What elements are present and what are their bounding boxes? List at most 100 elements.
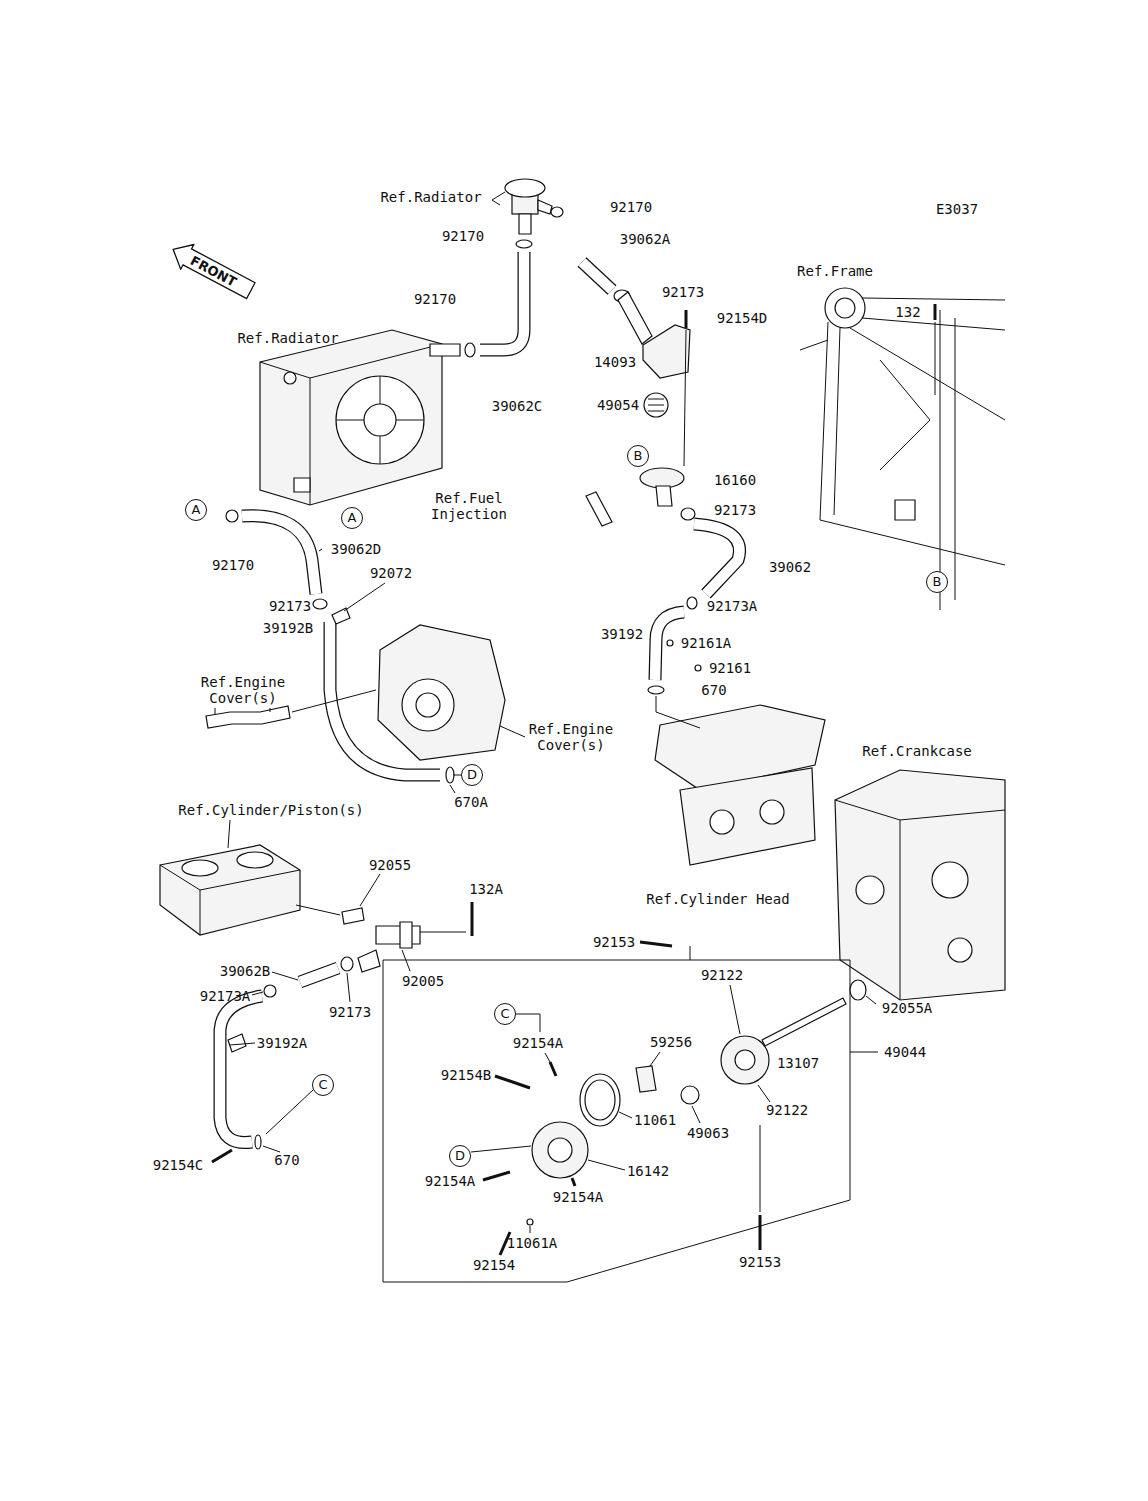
- callout-number: 92173: [714, 502, 756, 518]
- callout-number: 14093: [594, 354, 636, 370]
- hose-clamps-shape: [341, 957, 353, 971]
- water-pump: [383, 942, 878, 1282]
- cylinder-block-shape: [342, 908, 364, 924]
- callout-number: 11061: [634, 1112, 676, 1128]
- crankcase-shape: [856, 876, 884, 904]
- hose-clamps-shape: [465, 343, 475, 357]
- engine-cover-shape: [332, 608, 350, 624]
- water-pump-shape: [383, 960, 878, 1282]
- callout-number: 92170: [414, 291, 456, 307]
- cylinder-head-shape: [760, 800, 784, 824]
- callout-number: 92173: [329, 1004, 371, 1020]
- callout-number: 92154C: [153, 1157, 204, 1173]
- hose-clamps-shape: [264, 985, 276, 997]
- pipe-fittings: [212, 549, 461, 1162]
- engine-cover-shape: [378, 625, 505, 760]
- water-pump-shape: [548, 1138, 572, 1162]
- callout-number: 92154: [473, 1257, 515, 1273]
- callout-number: 92170: [212, 557, 254, 573]
- callout-number: 92122: [766, 1102, 808, 1118]
- cylinder-head-shape: [648, 686, 664, 694]
- reference-circle: C: [312, 1074, 334, 1096]
- radiator-cap-shape: [519, 214, 531, 234]
- radiator-shape: [336, 376, 424, 464]
- reference-letter: C: [318, 1077, 327, 1092]
- water-pump-shape: [690, 946, 691, 960]
- hoses-shape: [300, 968, 338, 982]
- frame-shape: [835, 298, 855, 318]
- cylinder-block-shape: [471, 902, 474, 936]
- callout-number: 11061A: [507, 1235, 558, 1251]
- water-pump-shape: [527, 1219, 533, 1225]
- reference-note: Ref.Cylinder Head: [646, 891, 789, 907]
- radiator-shape: [294, 478, 310, 492]
- callout-number: E3037: [936, 201, 978, 217]
- hoses-shape: [220, 996, 262, 1143]
- radiator: [260, 330, 460, 505]
- reference-circle: B: [627, 445, 649, 467]
- cylinder-head-shape: [656, 696, 700, 728]
- radiator-shape: [260, 344, 442, 505]
- callout-number: 92173: [662, 284, 704, 300]
- front-arrow: FRONT: [165, 236, 259, 305]
- hoses-shape: [480, 252, 524, 350]
- hoses-shape: [582, 262, 612, 290]
- reference-circle: A: [185, 499, 207, 521]
- hoses-shape: [655, 612, 684, 680]
- reference-circle: B: [926, 571, 948, 593]
- water-pump-shape: [580, 1074, 620, 1126]
- reference-letter: D: [455, 1148, 465, 1163]
- water-pump-shape: [762, 998, 846, 1046]
- cylinder-block-shape: [228, 820, 340, 915]
- callout-number: 92072: [370, 565, 412, 581]
- callout-number: 39062: [769, 559, 811, 575]
- frame-shape: [825, 288, 865, 328]
- frame-shape: [895, 500, 915, 520]
- callout-number: 92173A: [707, 598, 758, 614]
- crankcase-shape: [835, 770, 1005, 1000]
- callout-number: 92122: [701, 967, 743, 983]
- callout-number: 92154A: [553, 1189, 604, 1205]
- cylinder-block-shape: [376, 926, 420, 944]
- reference-circle: D: [461, 764, 483, 786]
- pipe-fittings-shape: [228, 1034, 246, 1052]
- thermostat-housing-shape: [644, 393, 668, 417]
- pipe-fittings-shape: [212, 1150, 232, 1162]
- callout-number: 39062C: [492, 398, 543, 414]
- callout-number: 670A: [454, 794, 488, 810]
- callout-number: 92153: [593, 934, 635, 950]
- radiator-cap: [492, 179, 552, 234]
- engine-cover-shape: [500, 726, 525, 737]
- water-pump-shape: [640, 942, 672, 946]
- radiator-cap-shape: [492, 192, 505, 205]
- callout-number: 39062B: [220, 963, 271, 979]
- reference-circle: C: [494, 1003, 516, 1025]
- callout-number: 92005: [402, 973, 444, 989]
- callout-number: 92161: [709, 660, 751, 676]
- crankcase-shape: [932, 862, 968, 898]
- radiator-shape: [430, 344, 460, 356]
- crankcase: [835, 770, 1005, 1000]
- water-pump-shape: [721, 1036, 769, 1084]
- hoses-shape: [480, 252, 524, 350]
- callout-number: 16160: [714, 472, 756, 488]
- reference-note: Ref.Fuel Injection: [429, 490, 509, 522]
- reference-letter: A: [348, 510, 357, 525]
- hoses-shape: [582, 262, 612, 290]
- radiator-cap-shape: [538, 200, 552, 214]
- water-pump-shape: [850, 980, 866, 1000]
- water-pump-shape: [585, 1080, 615, 1120]
- thermostat-housing-shape: [656, 486, 672, 506]
- callout-number: 39192B: [263, 620, 314, 636]
- thermostat-housing: [586, 292, 690, 526]
- cylinder-head-shape: [710, 810, 734, 834]
- callout-number: 49054: [597, 397, 639, 413]
- callout-number: 92154A: [513, 1035, 564, 1051]
- hose-clamps-shape: [226, 510, 238, 522]
- callout-number: 92173A: [200, 988, 251, 1004]
- reference-note: Ref.Frame: [797, 263, 873, 279]
- thermostat-housing-shape: [648, 399, 664, 411]
- frame-shape: [935, 322, 936, 395]
- thermostat-housing-shape: [685, 310, 688, 328]
